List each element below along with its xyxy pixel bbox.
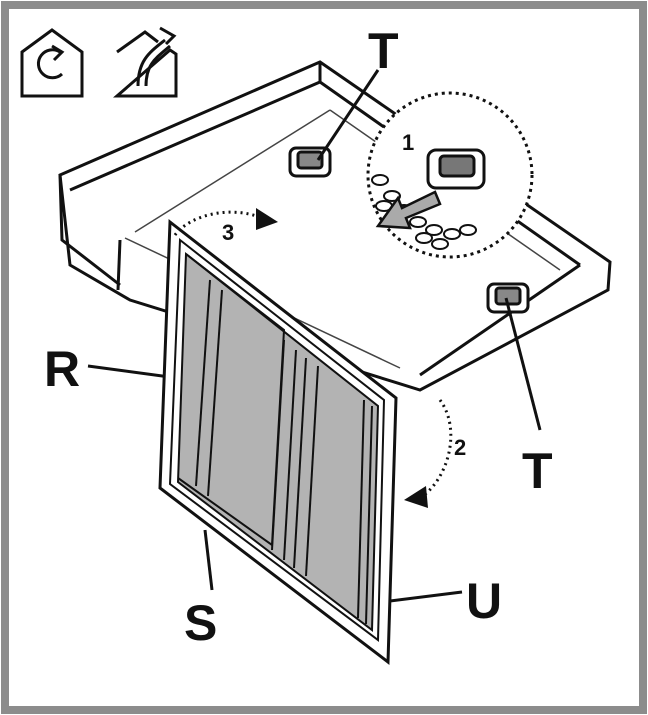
leader-s (203, 529, 214, 591)
latch-right (486, 282, 530, 314)
callout-s: S (184, 595, 217, 651)
step-label-2: 2 (454, 435, 466, 460)
zoom-latch (426, 148, 486, 190)
arrow-3 (173, 208, 278, 236)
step-label-1: 1 (402, 130, 414, 155)
callout-t-right: T (522, 443, 553, 499)
leader-t-right (504, 297, 542, 431)
filter-panel (158, 219, 398, 665)
leader-t-top (316, 69, 380, 161)
callout-u: U (466, 573, 502, 629)
arrow-2 (404, 399, 453, 508)
callout-t-top: T (368, 23, 399, 79)
zoom-detail (366, 91, 534, 259)
extraction-mode-icon (112, 26, 178, 98)
callout-r: R (44, 341, 80, 397)
press-arrow-icon (375, 190, 442, 230)
step-label-3: 3 (222, 220, 234, 245)
recirculation-mode-icon (20, 28, 84, 98)
